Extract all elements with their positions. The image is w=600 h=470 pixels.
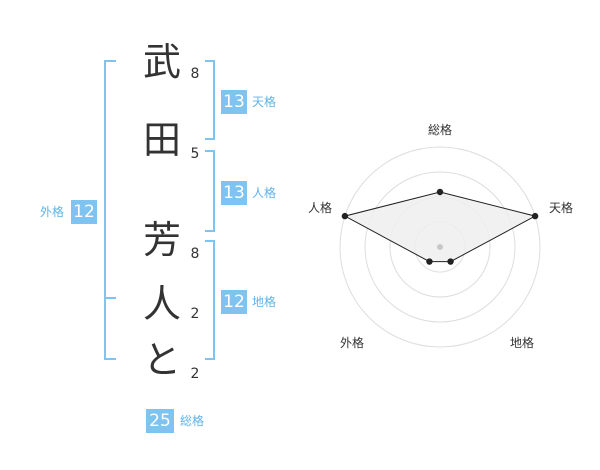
tenkaku-label: 天格 bbox=[252, 95, 277, 109]
gaikaku-bracket bbox=[104, 60, 116, 360]
soukaku-label: 総格 bbox=[180, 414, 205, 428]
stroke-count-5: 2 bbox=[190, 366, 200, 382]
gaikaku-label: 外格 bbox=[40, 205, 65, 219]
jinkaku-label: 人格 bbox=[252, 186, 277, 200]
stroke-count-1: 8 bbox=[190, 66, 200, 82]
radar-axis-label-chikaku: 地格 bbox=[510, 336, 535, 350]
radar-point-4 bbox=[426, 258, 433, 265]
radar-axis-label-tenkaku: 天格 bbox=[549, 201, 574, 215]
radar-ring bbox=[364, 171, 516, 323]
tenkaku-value: 13 bbox=[221, 90, 247, 114]
stroke-count-3: 8 bbox=[190, 246, 200, 262]
radar-point-3 bbox=[447, 258, 454, 265]
radar-point-5 bbox=[341, 212, 349, 220]
name-char-5: と bbox=[142, 338, 181, 382]
radar-axis-label-jinkaku: 人格 bbox=[308, 201, 333, 215]
tenkaku-bracket bbox=[205, 60, 215, 140]
chikaku-bracket bbox=[205, 240, 215, 360]
name-char-1: 武 bbox=[142, 40, 181, 84]
chikaku-value: 12 bbox=[221, 290, 247, 314]
gaikaku-bracket-tick bbox=[104, 297, 116, 299]
jinkaku-bracket bbox=[205, 150, 215, 232]
chikaku-label: 地格 bbox=[252, 295, 277, 309]
stroke-count-4: 2 bbox=[190, 306, 200, 322]
radar-axis-label-soukaku: 総格 bbox=[428, 123, 453, 137]
radar-ring bbox=[339, 146, 541, 348]
radar-point-1 bbox=[436, 188, 444, 196]
gaikaku-value: 12 bbox=[71, 200, 97, 224]
radar-axis-label-gaikaku: 外格 bbox=[340, 336, 365, 350]
jinkaku-value: 13 bbox=[221, 181, 247, 205]
name-char-2: 田 bbox=[142, 118, 181, 162]
stroke-count-2: 5 bbox=[190, 146, 200, 162]
radar-area bbox=[343, 191, 537, 263]
radar-center-dot bbox=[437, 244, 443, 250]
name-char-3: 芳 bbox=[142, 218, 181, 262]
soukaku-value: 25 bbox=[146, 409, 174, 433]
name-char-4: 人 bbox=[142, 282, 181, 326]
radar-point-2 bbox=[531, 212, 539, 220]
